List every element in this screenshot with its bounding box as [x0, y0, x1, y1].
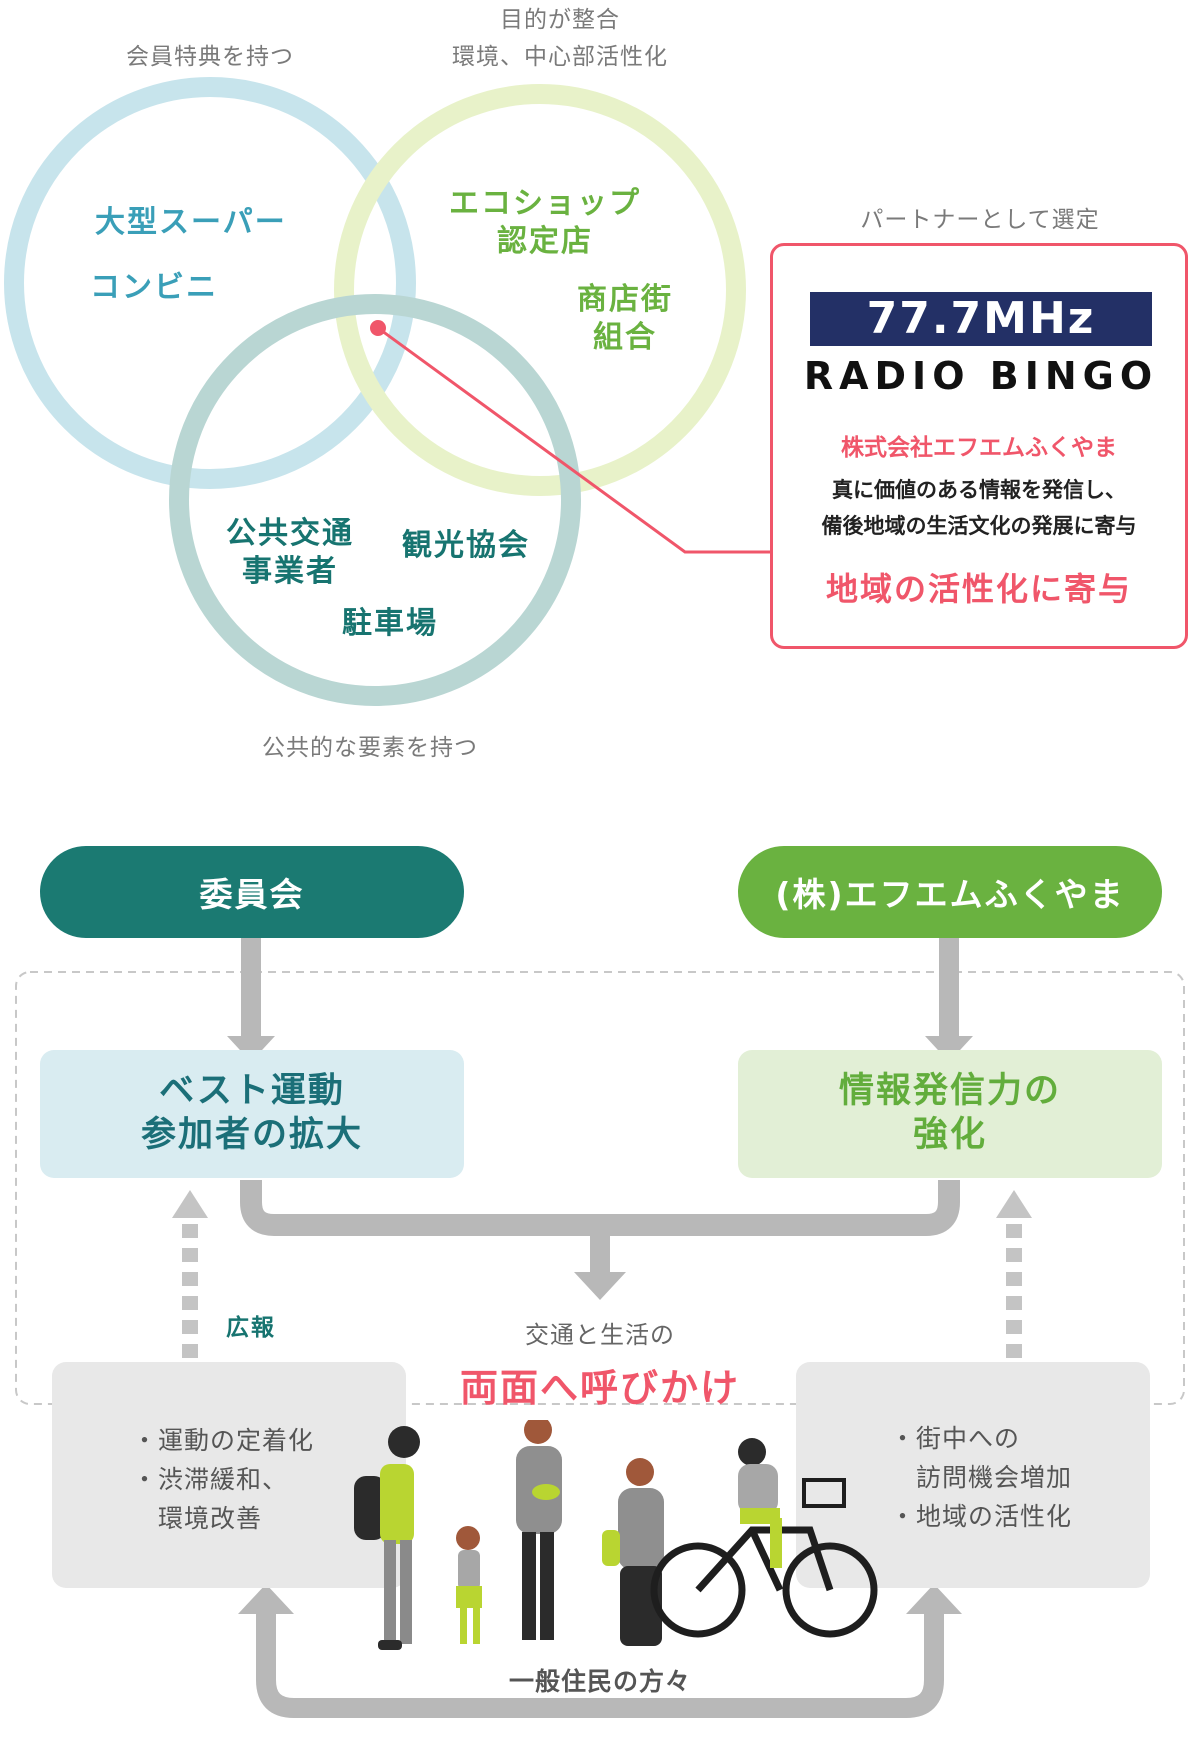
residents-illustration [354, 1420, 878, 1650]
arrow-fm-down [925, 1036, 973, 1062]
person-man [516, 1420, 562, 1640]
label-parking: 駐車場 [342, 606, 438, 641]
venn-diagram [4, 77, 770, 706]
group-frame [15, 971, 1185, 1405]
call-big: 両面へ呼びかけ [459, 1366, 740, 1410]
caption-purpose-1: 目的が整合 [500, 7, 620, 33]
best-line-2: 参加者の拡大 [140, 1115, 363, 1155]
call-small: 交通と生活の [525, 1321, 675, 1349]
person-child [456, 1526, 482, 1644]
person-cyclist [738, 1438, 782, 1568]
effect-box-left [52, 1362, 406, 1588]
arrow-cycle-left [238, 1584, 294, 1614]
best-line-1: ベスト運動 [159, 1071, 345, 1112]
residents-label: 一般住民の方々 [450, 1662, 750, 1698]
caption-purpose-2: 環境、中心部活性化 [452, 44, 668, 70]
label-ecoshop: エコショップ [449, 186, 641, 221]
caption-partner: パートナーとして選定 [860, 207, 1100, 233]
circle-retail [4, 77, 416, 489]
effect-list-left: ・運動の定着化 ・渋滞緩和、 環境改善 [132, 1426, 315, 1533]
station-name: RADIO BINGO [803, 354, 1159, 398]
person-backpack [354, 1426, 420, 1650]
pr-label: 広報 [226, 1315, 276, 1341]
partner-tagline: 地域の活性化に寄与 [825, 570, 1132, 608]
caption-membership: 会員特典を持つ [126, 44, 294, 70]
partner-connector-line [377, 326, 770, 554]
partner-card: 77.7MHz RADIO BINGO 株式会社エフエムふくやま 真に価値のある… [770, 243, 1188, 649]
label-shopping-street: 商店街 [577, 282, 673, 317]
company-name: 株式会社エフエムふくやま [841, 435, 1117, 461]
label-association: 組合 [593, 320, 657, 355]
merge-connector [240, 1180, 960, 1236]
label-operators: 事業者 [242, 554, 338, 589]
effect-list-right: ・街中への 訪問機会増加 ・地域の活性化 [890, 1424, 1073, 1531]
caption-public: 公共的な要素を持つ [262, 735, 478, 761]
committee-pill: 委員会 [40, 846, 464, 938]
flow-arrows [15, 934, 1185, 1718]
info-strength-box: 情報発信力の 強化 [738, 1050, 1162, 1178]
best-movement-box: ベスト運動 参加者の拡大 [40, 1050, 464, 1178]
arrow-committee-down [227, 1036, 275, 1062]
partner-desc-2: 備後地域の生活文化の発展に寄与 [821, 514, 1137, 538]
label-supermarket: 大型スーパー [95, 205, 287, 240]
person-woman [602, 1458, 664, 1646]
info-line-2: 強化 [912, 1115, 987, 1155]
label-convenience: コンビニ [90, 270, 218, 305]
fm-company-pill: (株)エフエムふくやま [738, 846, 1162, 938]
label-public-transport: 公共交通 [226, 516, 354, 551]
arrow-pr-up-right [996, 1190, 1032, 1218]
connector-dot [370, 320, 386, 336]
label-certified: 認定店 [497, 224, 593, 259]
cycle-connector [256, 1610, 944, 1718]
partner-desc-1: 真に価値のある情報を発信し、 [832, 478, 1126, 502]
arrow-to-residents [574, 1272, 626, 1300]
label-tourism: 観光協会 [402, 528, 530, 563]
arrow-cycle-right [906, 1584, 962, 1614]
info-line-1: 情報発信力の [838, 1071, 1061, 1112]
arrow-pr-up-left [172, 1190, 208, 1218]
circle-eco [334, 84, 746, 496]
circle-public [169, 294, 581, 706]
frequency-banner: 77.7MHz [810, 292, 1152, 346]
